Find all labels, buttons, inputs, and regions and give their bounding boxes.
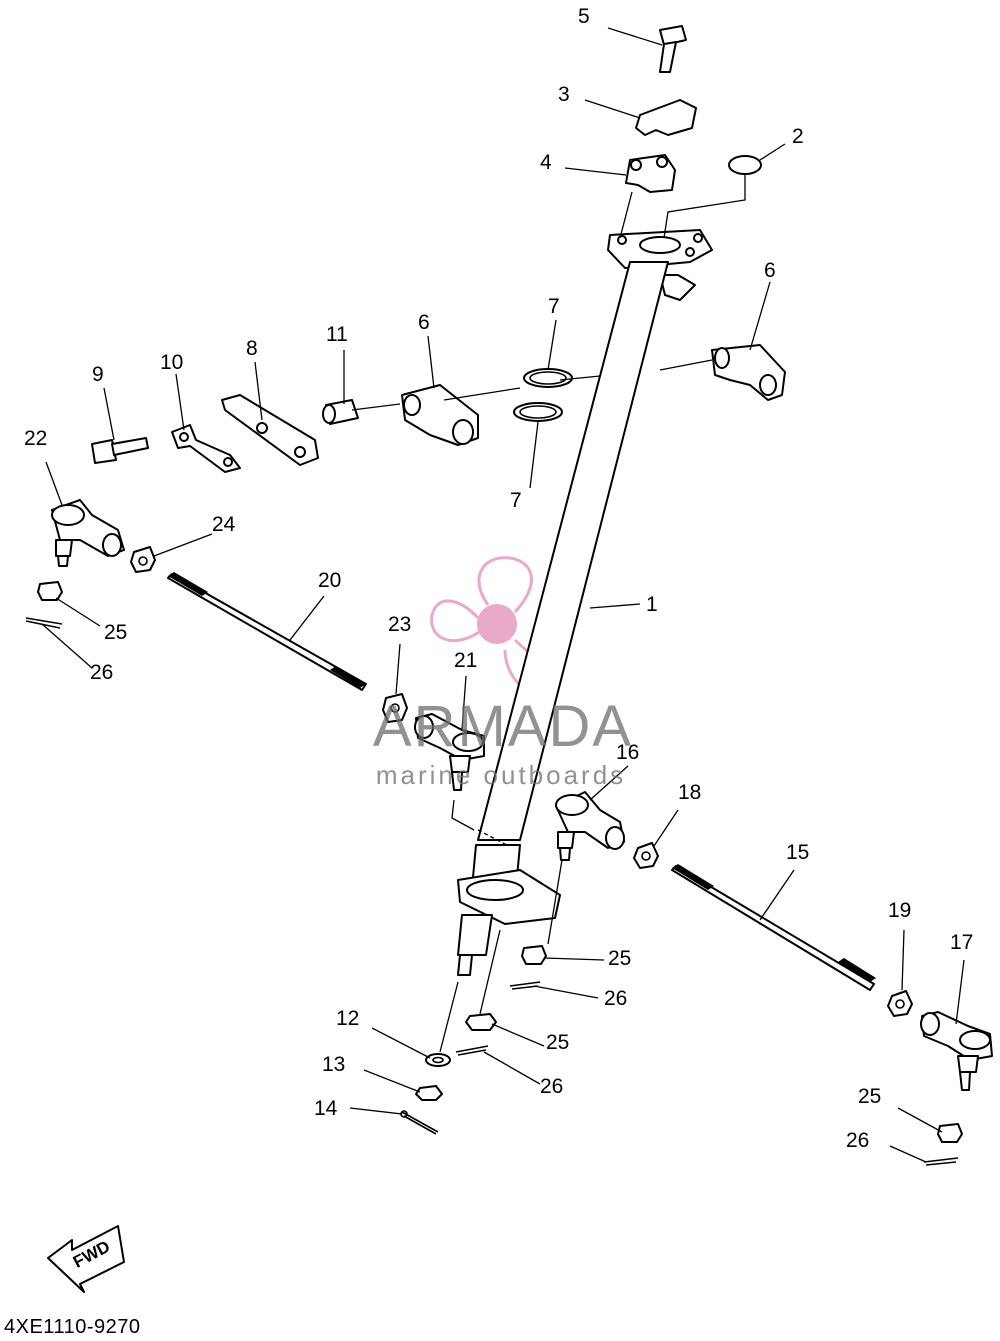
callout-4: 4 — [540, 151, 552, 174]
lock-washer-10 — [171, 424, 241, 473]
callout-25-right: 25 — [858, 1085, 882, 1108]
cotter-pin-26-right — [923, 1157, 959, 1166]
callout-12: 12 — [336, 1007, 360, 1030]
cotter-pin-26-center-lower — [455, 1045, 489, 1056]
tie-rod-end-21 — [414, 713, 485, 791]
callout-6-left: 6 — [418, 311, 430, 334]
watermark-brand: ARMADA — [372, 694, 634, 759]
callout-13: 13 — [322, 1053, 346, 1076]
tie-rod-end-16 — [555, 791, 625, 861]
tie-rod-end-22 — [51, 499, 125, 567]
steering-column — [457, 229, 713, 976]
cotter-pin-14 — [400, 1110, 439, 1135]
nut-25-left — [37, 581, 63, 601]
callout-7-top: 7 — [548, 295, 560, 318]
callout-25-center-lower: 25 — [546, 1031, 570, 1054]
callout-7-bottom: 7 — [510, 489, 522, 512]
diagram-code: 4XE1110-9270 — [4, 1316, 141, 1338]
bolt-9 — [91, 437, 149, 464]
bolt-5 — [659, 25, 687, 73]
callout-16: 16 — [616, 741, 640, 764]
callout-26-center-lower: 26 — [540, 1075, 564, 1098]
callout-15: 15 — [786, 841, 810, 864]
callout-3: 3 — [558, 83, 570, 106]
tie-rod-15 — [671, 864, 876, 991]
washer-12 — [425, 1053, 451, 1067]
leader-lines — [41, 27, 965, 1163]
callout-1: 1 — [646, 593, 658, 616]
callout-5: 5 — [578, 5, 590, 28]
holder-4 — [625, 154, 676, 193]
nut-25-right — [937, 1123, 963, 1143]
nut-25-center-upper — [521, 945, 547, 965]
nut-19 — [887, 990, 913, 1017]
cap-2 — [728, 155, 762, 175]
callout-17: 17 — [950, 931, 974, 954]
watermark-tagline: marine outboards — [375, 760, 627, 790]
cotter-pin-26-center-upper — [509, 981, 541, 990]
tie-rod-end-17 — [920, 1011, 993, 1091]
collar-11 — [322, 399, 359, 425]
tie-rod-20 — [167, 572, 367, 691]
callout-18: 18 — [678, 781, 702, 804]
callout-8: 8 — [246, 337, 258, 360]
callout-9: 9 — [92, 363, 104, 386]
plate-8 — [221, 394, 319, 466]
fwd-arrow-icon — [47, 1225, 125, 1293]
clamp-6-left — [401, 384, 479, 446]
callout-24: 24 — [212, 513, 236, 536]
circlip-7-top — [523, 368, 573, 388]
callout-21: 21 — [454, 649, 478, 672]
callout-20: 20 — [318, 569, 342, 592]
nut-23 — [382, 693, 408, 723]
callout-10: 10 — [160, 351, 184, 374]
callout-14: 14 — [314, 1097, 338, 1120]
clamp-3 — [635, 99, 697, 136]
nut-25-center-lower — [465, 1013, 497, 1031]
nut-24 — [130, 546, 156, 573]
callout-11: 11 — [326, 323, 348, 346]
callout-19: 19 — [888, 899, 912, 922]
callout-6-right: 6 — [764, 259, 776, 282]
callout-26-center-upper: 26 — [604, 987, 628, 1010]
callout-26-left: 26 — [90, 661, 114, 684]
circlip-7-bottom — [513, 402, 563, 422]
callout-26-right: 26 — [846, 1129, 870, 1152]
callout-2: 2 — [792, 125, 804, 148]
nut-13 — [415, 1085, 443, 1101]
nut-18 — [633, 842, 659, 869]
callout-23: 23 — [388, 613, 412, 636]
callout-25-center-upper: 25 — [608, 947, 632, 970]
callout-22: 22 — [24, 427, 48, 450]
clamp-6-right — [711, 344, 786, 401]
callout-25-left: 25 — [104, 621, 128, 644]
